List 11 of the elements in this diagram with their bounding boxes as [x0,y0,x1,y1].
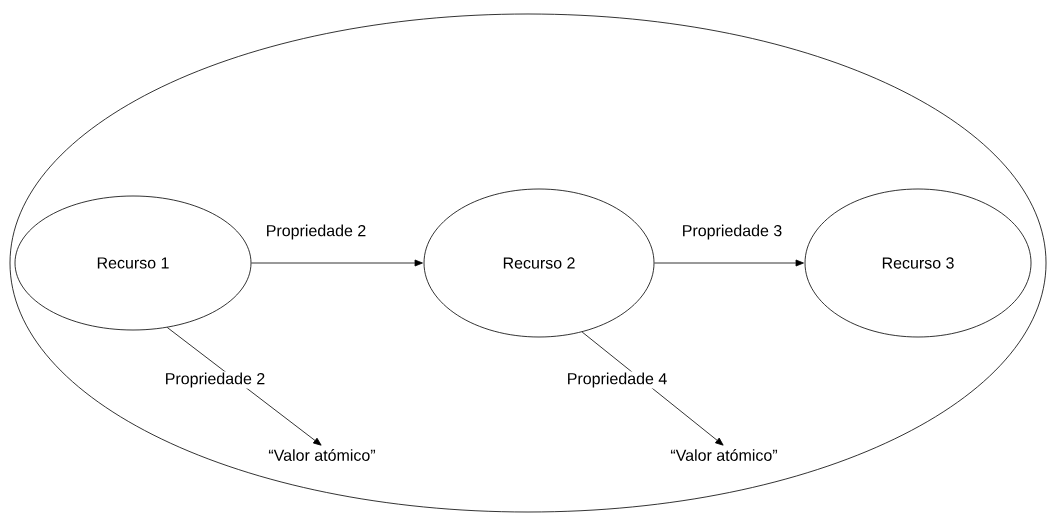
enclosing-ellipse [9,13,1047,513]
value-text: “Valor atómico” [268,449,376,461]
edge-label: Propriedade 3 [680,223,784,241]
value-text: “Valor atómico” [670,449,778,461]
edge-label: Propriedade 4 [565,371,669,389]
arrow [654,259,804,267]
edge-label: Propriedade 2 [163,371,267,389]
arrow [581,331,724,446]
edge-label: Propriedade 2 [264,223,368,241]
arrow [251,259,423,267]
arrow [166,327,322,446]
